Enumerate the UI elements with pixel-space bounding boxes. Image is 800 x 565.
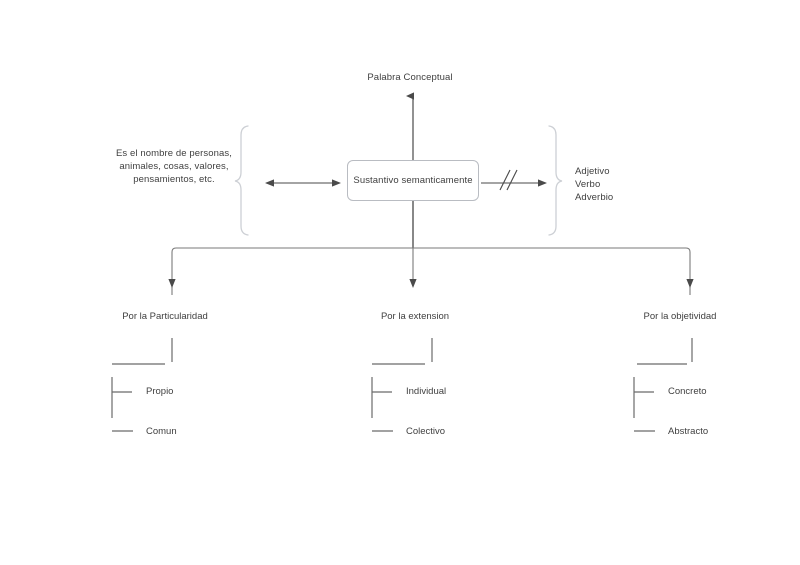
leaf-colectivo: Colectivo (406, 426, 446, 437)
branch-3-brackets (633, 338, 693, 432)
branch-title-objetividad: Por la objetividad (643, 311, 717, 322)
connector-branch-arrows (168, 248, 694, 288)
leaf-comun: Comun (146, 426, 177, 437)
leaf-propio: Propio (146, 386, 174, 397)
leaf-concreto: Concreto (668, 386, 707, 397)
leaf-individual: Individual (406, 386, 447, 397)
center-node[interactable]: Sustantivo semanticamente (347, 160, 479, 201)
branch-2-brackets (371, 338, 433, 432)
leaf-abstracto: Abstracto (668, 426, 709, 437)
contrast-list: Adjetivo Verbo Adverbio (575, 166, 614, 203)
branch-title-extension: Por la extension (380, 311, 450, 322)
branch-title-particularidad: Por la Particularidad (122, 311, 208, 322)
center-node-label: Sustantivo semanticamente (353, 175, 473, 186)
definition-text: Es el nombre de personas, animales, cosa… (115, 148, 233, 185)
connector-box-to-contrast (481, 169, 547, 191)
right-brace (548, 125, 563, 236)
connector-distribution-bar (171, 247, 691, 295)
page-title: Palabra Conceptual (367, 72, 453, 83)
branch-1-brackets (111, 338, 173, 432)
